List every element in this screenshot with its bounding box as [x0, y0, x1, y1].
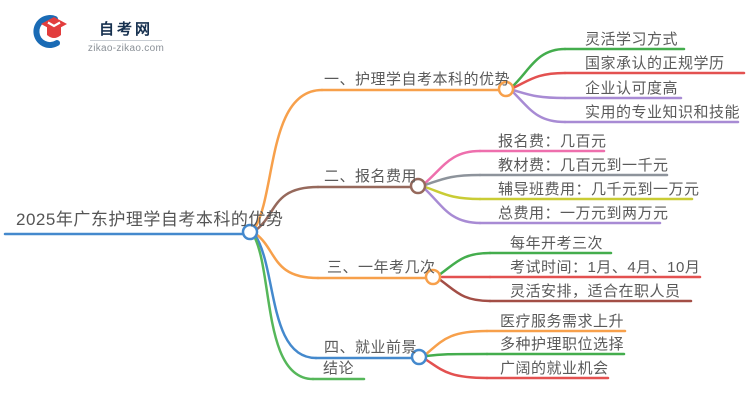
leaf-3-3-label: 灵活安排，适合在职人员 — [510, 283, 681, 300]
edge-root-b1 — [253, 88, 324, 230]
leaf-2-2-label: 教材费：几百元到一千元 — [498, 157, 669, 174]
leaf-4-2-label: 多种护理职位选择 — [500, 336, 625, 353]
edge-root-b2 — [254, 185, 320, 232]
leaf-2-3-label: 辅导班费用：几千元到一万元 — [498, 181, 700, 198]
node-circle-root — [241, 223, 259, 241]
edge-b2-c2 — [423, 173, 482, 187]
edge-b1-c2 — [511, 71, 567, 90]
edge-b3-c1 — [437, 251, 492, 277]
edge-b4-c1 — [423, 329, 489, 357]
node-circle-b4 — [410, 348, 428, 366]
edge-b1-c4 — [510, 89, 567, 124]
edge-b4-c3 — [423, 357, 489, 380]
edge-b2-c1 — [422, 149, 482, 186]
logo-site-name: 自考网 — [98, 21, 153, 38]
conclusion-label: 结论 — [323, 360, 355, 377]
edge-root-b3 — [254, 232, 320, 280]
root-node-label: 2025年广东护理学自考本科的优势 — [16, 210, 284, 229]
node-circle-b2 — [409, 177, 427, 195]
leaf-3-1-label: 每年开考三次 — [510, 235, 604, 252]
leaf-4-3-label: 广阔的就业机会 — [500, 360, 609, 377]
edge-root-conclusion — [252, 234, 315, 381]
leaf-1-2-label: 国家承认的正规学历 — [585, 55, 725, 72]
edge-b4-c2 — [424, 352, 489, 358]
branch-1-label: 一、护理学自考本科的优势 — [324, 71, 511, 88]
logo-site-url: zikao-zikao.com — [87, 43, 165, 54]
leaf-1-1-label: 灵活学习方式 — [585, 31, 679, 48]
logo-graduation-cap-icon — [33, 15, 67, 48]
edge-root-b4 — [253, 233, 318, 360]
branch-2-label: 二、报名费用 — [324, 168, 418, 185]
logo-divider — [90, 40, 162, 41]
node-circle-b1 — [497, 80, 515, 98]
leaf-3-2-label: 考试时间：1月、4月、10月 — [510, 259, 701, 276]
edge-b1-c1 — [510, 47, 567, 89]
leaf-2-1-label: 报名费：几百元 — [498, 133, 607, 150]
branch-3-label: 三、一年考几次 — [327, 259, 436, 276]
leaf-1-4-label: 实用的专业知识和技能 — [585, 104, 741, 121]
node-circle-b3 — [424, 268, 442, 286]
leaf-2-4-label: 总费用：一万元到两万元 — [498, 205, 669, 222]
leaf-1-3-label: 企业认可度高 — [585, 80, 679, 97]
leaf-4-1-label: 医疗服务需求上升 — [500, 313, 625, 330]
branch-4-label: 四、就业前景 — [324, 339, 418, 356]
edge-b2-c4 — [422, 186, 482, 225]
edge-b3-c3 — [437, 277, 492, 303]
edge-b1-c3 — [511, 88, 567, 100]
edge-b2-c3 — [423, 185, 482, 201]
